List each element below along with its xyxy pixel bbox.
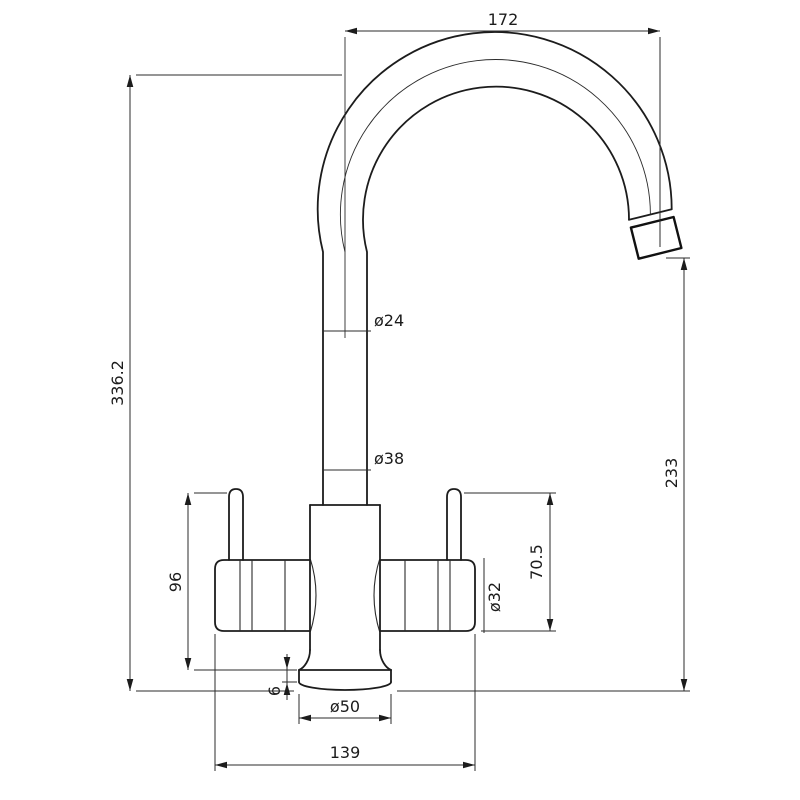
dim-handle-height: 70.5	[464, 492, 556, 632]
spout-inner-profile	[362, 85, 630, 506]
dim-handle-diameter: ø32	[483, 558, 504, 633]
spout-outer-profile	[316, 31, 673, 506]
dim-overall-height: 336.2	[108, 74, 342, 692]
dim-spout-tube-diameter-label: ø24	[374, 311, 404, 330]
aerator-body	[629, 215, 683, 260]
faucet-outline	[214, 31, 683, 691]
dim-outlet-height-label: 233	[662, 458, 681, 489]
left-handle-body	[214, 559, 311, 632]
dim-base-diameter: ø50	[298, 694, 392, 724]
dim-base-plate-thickness: 6	[265, 654, 297, 700]
right-handle-lever-pin	[446, 488, 462, 561]
left-handle-lever-pin	[228, 488, 244, 561]
base-bottom-ellipse	[298, 681, 392, 691]
dim-overall-width-label: 139	[330, 743, 361, 762]
dim-lever-overall-height-label: 96	[166, 572, 185, 592]
dim-spout-reach-label: 172	[488, 10, 519, 29]
dim-overall-width: 139	[214, 634, 476, 771]
dim-column-diameter: ø38	[323, 449, 404, 471]
dim-handle-diameter-label: ø32	[485, 582, 504, 612]
base-left-flare	[298, 649, 311, 671]
dim-spout-tube-diameter: ø24	[323, 311, 404, 332]
body-left-joint-curve	[309, 557, 317, 634]
spout-centerline-arc	[339, 59, 651, 253]
base-right-flare	[379, 649, 392, 671]
dim-lever-overall-height: 96	[166, 492, 296, 671]
dim-outlet-height: 233	[397, 257, 690, 692]
body-right-joint-curve	[373, 557, 381, 634]
dim-base-plate-thickness-label: 6	[265, 686, 284, 696]
dim-column-diameter-label: ø38	[374, 449, 404, 468]
dim-handle-height-label: 70.5	[527, 544, 546, 580]
dim-base-diameter-label: ø50	[330, 697, 360, 716]
right-handle-body	[379, 559, 476, 632]
dim-spout-reach: 172	[344, 10, 661, 338]
dim-overall-height-label: 336.2	[108, 360, 127, 406]
